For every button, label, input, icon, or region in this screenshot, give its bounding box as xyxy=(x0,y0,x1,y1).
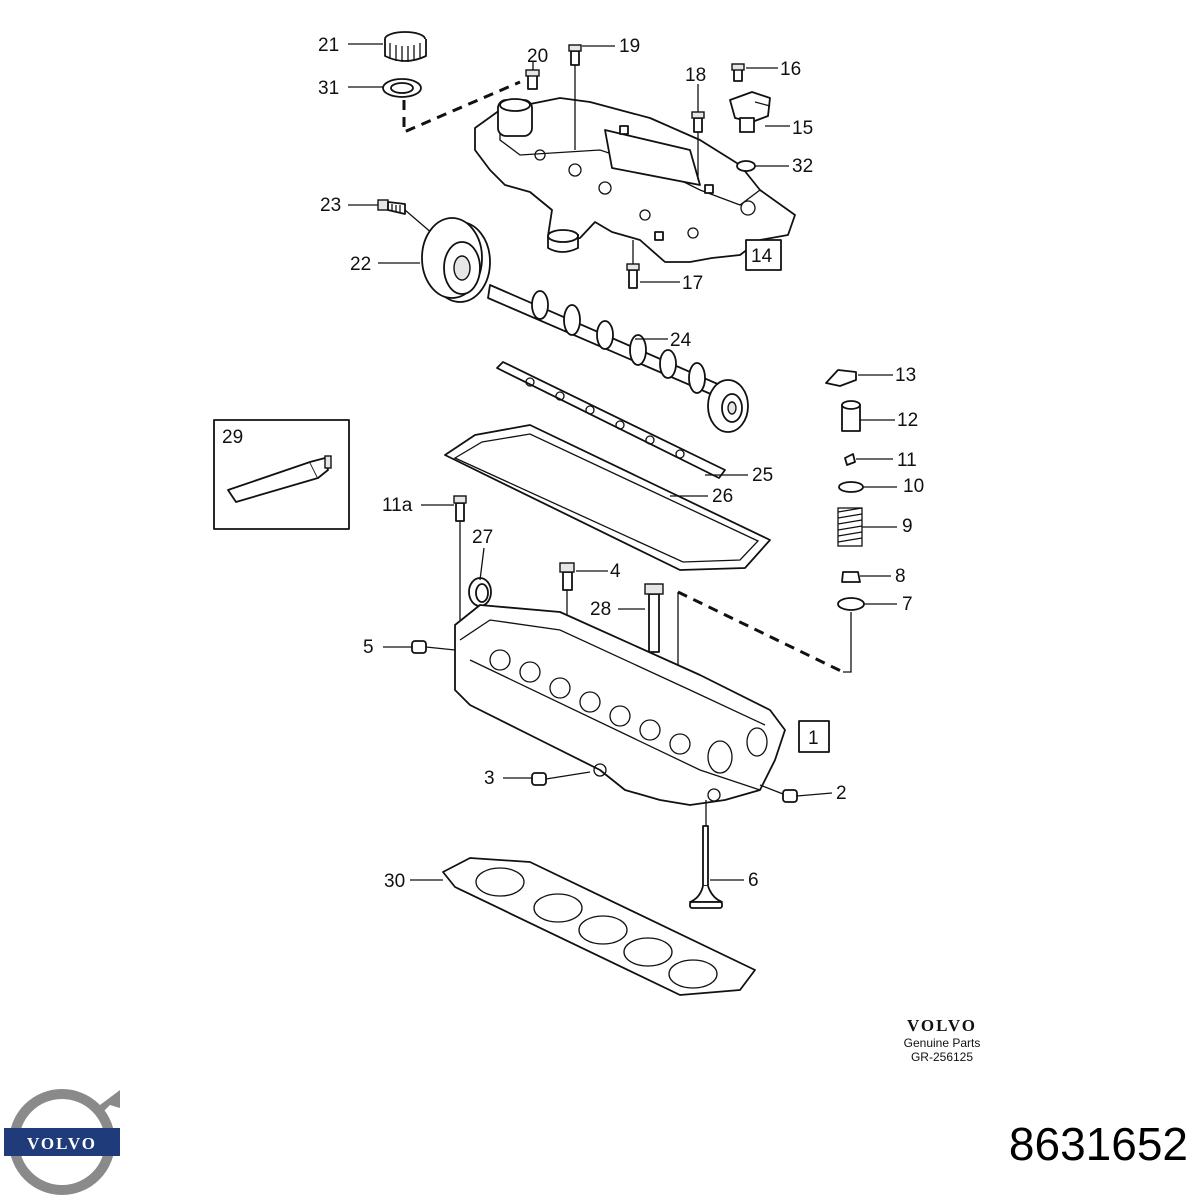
dowel-2 xyxy=(782,789,798,803)
brand-wordmark: VOLVO xyxy=(907,1016,977,1035)
cover-bolt-18 xyxy=(691,111,705,133)
callout-2: 2 xyxy=(836,783,847,804)
bolt-4 xyxy=(559,562,575,591)
callout-5: 5 xyxy=(363,637,374,658)
callout-11a: 11a xyxy=(382,495,413,516)
callout-11: 11 xyxy=(897,450,917,471)
dowel-3 xyxy=(531,772,547,786)
camshaft-cover xyxy=(474,97,796,263)
valve-assembly-path xyxy=(677,590,844,674)
callout-6: 6 xyxy=(748,870,759,891)
valve xyxy=(689,825,723,909)
callout-14: 14 xyxy=(751,246,773,267)
spring-seat xyxy=(837,597,865,611)
callout-24: 24 xyxy=(670,330,692,351)
callout-23: 23 xyxy=(320,195,341,216)
diagram-reference: GR-256125 xyxy=(911,1050,973,1064)
callout-1-box xyxy=(798,720,830,753)
callout-30: 30 xyxy=(384,871,405,892)
callout-10: 10 xyxy=(903,476,924,497)
callout-26: 26 xyxy=(712,486,733,507)
callout-17: 17 xyxy=(682,273,703,294)
cover-bolt-19 xyxy=(568,44,582,66)
bolt-11a xyxy=(453,495,467,522)
callout-7: 7 xyxy=(902,594,913,615)
callout-4: 4 xyxy=(610,561,621,582)
callout-22: 22 xyxy=(350,254,371,275)
callout-28: 28 xyxy=(590,599,611,620)
camshaft-seal-27 xyxy=(468,577,492,607)
callout-12: 12 xyxy=(897,410,918,431)
logo-wordmark: VOLVO xyxy=(27,1134,97,1153)
sensor-o-ring xyxy=(736,160,756,172)
callout-15: 15 xyxy=(792,118,813,139)
callout-3: 3 xyxy=(484,768,495,789)
callout-21: 21 xyxy=(318,35,339,56)
callout-31: 31 xyxy=(318,78,339,99)
part-number: 8631652 xyxy=(1009,1118,1188,1170)
cover-bolt-17 xyxy=(626,263,640,289)
callout-19: 19 xyxy=(619,36,640,57)
callout-8: 8 xyxy=(895,566,906,587)
callout-29: 29 xyxy=(222,427,243,448)
callout-20: 20 xyxy=(527,46,548,67)
leader-lines xyxy=(348,43,897,881)
cylinder-head-gasket-upper xyxy=(444,424,771,571)
camshaft-pulley xyxy=(421,217,491,303)
dowel-5 xyxy=(411,640,427,654)
head-bolt-28 xyxy=(644,583,664,653)
oil-cap-seal xyxy=(382,78,422,98)
callout-1: 1 xyxy=(808,728,819,749)
rocker-arm xyxy=(825,369,857,387)
sensor-bolt-16 xyxy=(731,63,745,82)
cylinder-head-gasket xyxy=(442,857,756,996)
cover-bolt-20 xyxy=(525,69,540,90)
sealant-tube-box xyxy=(213,419,350,530)
callout-18: 18 xyxy=(685,65,706,86)
callout-25: 25 xyxy=(752,465,773,486)
callout-13: 13 xyxy=(895,365,916,386)
volvo-logo: VOLVO xyxy=(4,1089,120,1195)
cylinder-head xyxy=(454,604,786,806)
callout-16: 16 xyxy=(780,59,801,80)
callout-14-box xyxy=(745,239,782,271)
valve-stem-seal xyxy=(841,571,861,583)
valve-collet xyxy=(844,453,856,466)
callout-27: 27 xyxy=(472,527,493,548)
camshaft-cover-gasket xyxy=(496,361,726,479)
brand-subtitle: Genuine Parts xyxy=(904,1036,981,1050)
spring-retainer xyxy=(838,481,864,493)
hydraulic-lifter xyxy=(841,400,861,432)
camshaft-position-sensor xyxy=(729,91,771,133)
callout-32: 32 xyxy=(792,156,813,177)
oil-filler-cap xyxy=(384,31,427,62)
pulley-bolt xyxy=(377,199,406,215)
camshaft xyxy=(487,284,749,433)
callout-9: 9 xyxy=(902,516,913,537)
valve-spring xyxy=(837,507,863,547)
